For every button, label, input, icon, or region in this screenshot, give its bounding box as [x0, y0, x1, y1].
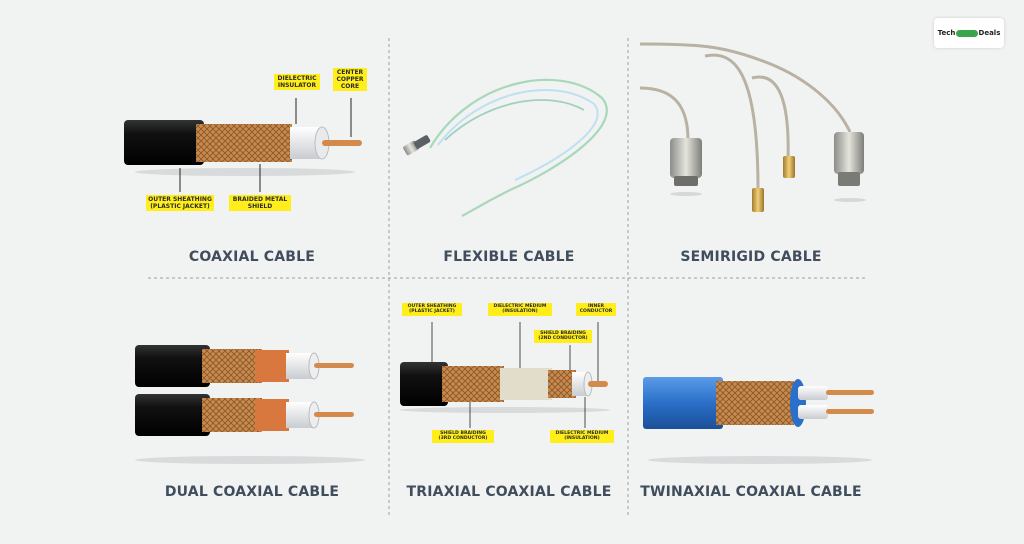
label-tri-inner-conductor: INNER CONDUCTOR	[576, 303, 616, 316]
dual-coaxial-cable-drawing	[135, 345, 365, 464]
label-tri-dielectric-medium-2: DIELECTRIC MEDIUM (INSULATION)	[550, 430, 614, 443]
triaxial-coaxial-cable-drawing	[400, 322, 610, 428]
label-tri-dielectric-medium: DIELECTRIC MEDIUM (INSULATION)	[488, 303, 552, 316]
coaxial-cable-drawing	[124, 98, 362, 192]
caption-semirigid-cable: SEMIRIGID CABLE	[680, 249, 822, 265]
label-tri-outer-sheathing: OUTER SHEATHING (PLASTIC JACKET)	[402, 303, 462, 316]
label-tri-shield-braiding-3rd: SHIELD BRAIDING (3RD CONDUCTOR)	[432, 430, 494, 443]
label-tri-shield-braiding-2nd: SHIELD BRAIDING (2ND CONDUCTOR)	[534, 330, 592, 343]
label-dielectric-insulator: DIELECTRIC INSULATOR	[274, 74, 320, 90]
semirigid-cable-drawing	[639, 42, 866, 212]
caption-twinaxial-coaxial-cable: TWINAXIAL COAXIAL CABLE	[640, 484, 862, 500]
label-braided-metal-shield: BRAIDED METAL SHIELD	[229, 195, 291, 211]
logo-text-middle: Deal	[956, 29, 978, 37]
logo-text-left: Tech	[937, 29, 956, 37]
flexible-cable-drawing	[403, 78, 608, 217]
caption-coaxial-cable: COAXIAL CABLE	[188, 249, 316, 265]
caption-triaxial-coaxial-cable: TRIAXIAL COAXIAL CABLE	[406, 484, 612, 500]
label-center-copper-core: CENTER COPPER CORE	[333, 68, 367, 91]
caption-dual-coaxial-cable: DUAL COAXIAL CABLE	[164, 484, 340, 500]
caption-flexible-cable: FLEXIBLE CABLE	[443, 249, 575, 265]
logo-text-right: Deals	[978, 29, 1001, 37]
twinaxial-coaxial-cable-drawing	[643, 377, 874, 464]
label-outer-sheathing: OUTER SHEATHING (PLASTIC JACKET)	[146, 195, 214, 211]
